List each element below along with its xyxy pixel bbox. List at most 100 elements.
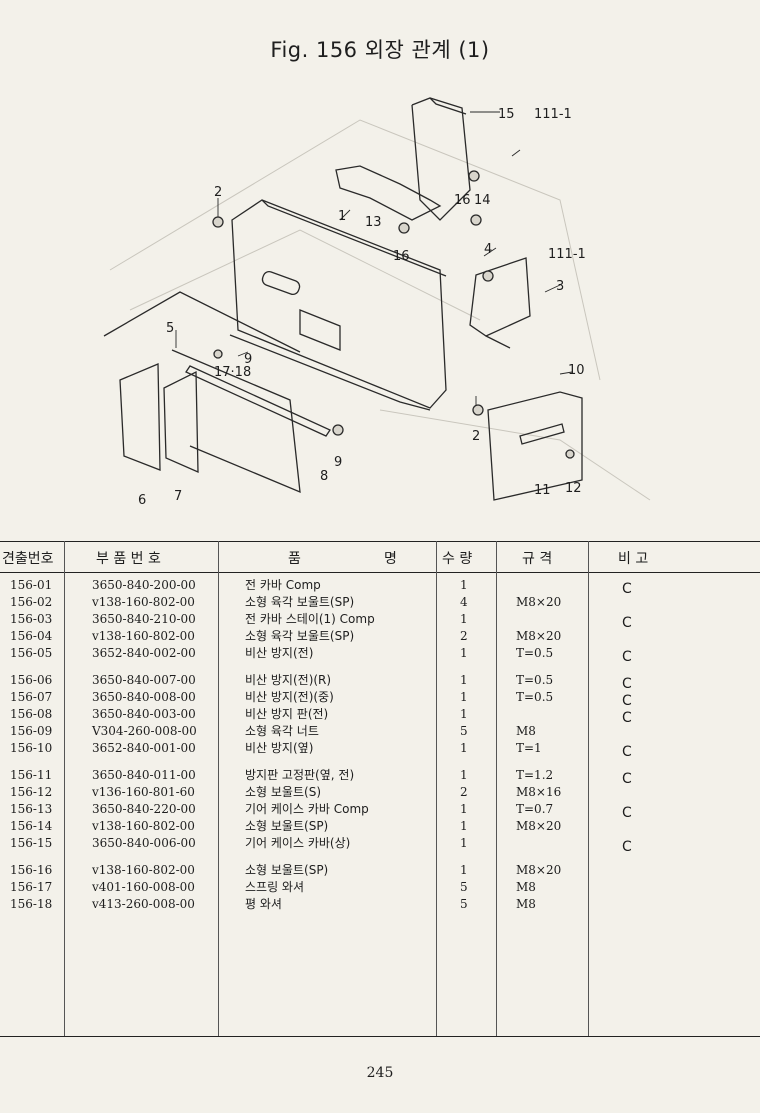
column-divider <box>218 541 219 1036</box>
row-no: 156-05 <box>10 646 53 660</box>
row-no: 156-12 <box>10 785 53 799</box>
row-qty: 1 <box>460 863 468 877</box>
parts-table: 견출번호 부 품 번 호 품 명 수 량 규 격 비 고 156-01 3650-… <box>0 541 760 1037</box>
callout-label: 111-1 <box>548 247 586 262</box>
row-no: 156-10 <box>10 741 53 755</box>
row-no: 156-11 <box>10 768 53 782</box>
row-qty: 1 <box>460 819 468 833</box>
row-part-number: 3650-840-003-00 <box>92 707 196 721</box>
row-qty: 1 <box>460 673 468 687</box>
row-spec: M8×16 <box>516 785 562 799</box>
exploded-parts-diagram: 1 2 2 3 4 5 6 7 8 9 9 10 11 12 13 14 15 … <box>103 97 651 508</box>
callout-label: 5 <box>166 321 174 336</box>
row-part-number: V304-260-008-00 <box>92 724 197 738</box>
page-number: 245 <box>366 1065 394 1081</box>
row-remark: C <box>622 693 632 709</box>
row-remark: C <box>622 839 632 855</box>
row-no: 156-07 <box>10 690 53 704</box>
row-part-number: 3650-840-200-00 <box>92 578 196 592</box>
table-header: 견출번호 부 품 번 호 품 명 수 량 규 격 비 고 <box>0 541 760 573</box>
row-qty: 1 <box>460 690 468 704</box>
row-no: 156-16 <box>10 863 53 877</box>
row-part-number: 3650-840-007-00 <box>92 673 196 687</box>
row-name: 전 카바 스테이(1) Comp <box>245 612 375 626</box>
header-no: 견출번호 <box>2 551 54 567</box>
row-no: 156-04 <box>10 629 53 643</box>
row-no: 156-15 <box>10 836 53 850</box>
header-qty: 수 량 <box>442 551 473 567</box>
column-divider <box>496 541 497 1036</box>
row-spec: M8×20 <box>516 629 562 643</box>
callout-label: 7 <box>174 489 182 504</box>
row-qty: 2 <box>460 629 468 643</box>
row-no: 156-09 <box>10 724 53 738</box>
table-row: 156-12 v136-160-801-60 소형 보울트(S) 2 M8×16 <box>0 784 760 800</box>
row-remark: C <box>622 710 632 726</box>
row-qty: 5 <box>460 880 468 894</box>
row-spec: M8 <box>516 880 536 894</box>
row-remark: C <box>622 771 632 787</box>
table-row: 156-16 v138-160-802-00 소형 보울트(SP) 1 M8×20 <box>0 862 760 878</box>
callout-label: 17·18 <box>214 365 251 380</box>
header-remark: 비 고 <box>618 551 649 567</box>
row-name: 비산 방지(전)(R) <box>245 673 332 687</box>
callout-label: 16 <box>393 249 410 264</box>
row-spec: M8 <box>516 724 536 738</box>
row-no: 156-01 <box>10 578 53 592</box>
row-part-number: 3650-840-210-00 <box>92 612 196 626</box>
row-spec: M8×20 <box>516 819 562 833</box>
row-remark: C <box>622 676 632 692</box>
callout-label: 16 <box>454 193 471 208</box>
row-remark: C <box>622 615 632 631</box>
row-part-number: v136-160-801-60 <box>92 785 195 799</box>
row-part-number: v138-160-802-00 <box>92 863 195 877</box>
row-no: 156-08 <box>10 707 53 721</box>
row-part-number: 3652-840-001-00 <box>92 741 196 755</box>
row-qty: 2 <box>460 785 468 799</box>
figure-title: Fig. 156 외장 관계 (1) <box>270 38 490 62</box>
row-no: 156-14 <box>10 819 53 833</box>
row-name: 비산 방지(전) <box>245 646 314 660</box>
callout-label: 4 <box>484 242 492 257</box>
header-name-right: 명 <box>384 551 397 567</box>
row-name: 비산 방지(전)(중) <box>245 690 334 704</box>
row-qty: 1 <box>460 768 468 782</box>
callout-label: 1 <box>338 209 346 224</box>
row-qty: 1 <box>460 836 468 850</box>
row-part-number: v138-160-802-00 <box>92 595 195 609</box>
callout-label: 9 <box>244 352 252 367</box>
row-spec: T=0.5 <box>516 673 554 687</box>
row-name: 소형 보울트(S) <box>245 785 321 799</box>
callout-label: 2 <box>214 185 222 200</box>
row-part-number: v138-160-802-00 <box>92 819 195 833</box>
row-qty: 1 <box>460 802 468 816</box>
row-name: 전 카바 Comp <box>245 578 321 592</box>
column-divider <box>436 541 437 1036</box>
row-no: 156-17 <box>10 880 53 894</box>
row-remark: C <box>622 805 632 821</box>
callout-label: 6 <box>138 493 146 508</box>
row-qty: 5 <box>460 724 468 738</box>
row-qty: 1 <box>460 707 468 721</box>
row-no: 156-03 <box>10 612 53 626</box>
callout-label: 10 <box>568 363 585 378</box>
row-part-number: v413-260-008-00 <box>92 897 195 911</box>
row-spec: M8 <box>516 897 536 911</box>
row-name: 기어 케이스 카바(상) <box>245 836 351 850</box>
row-spec: M8×20 <box>516 863 562 877</box>
callout-label: 3 <box>556 279 564 294</box>
callout-label: 14 <box>474 193 491 208</box>
row-name: 소형 보울트(SP) <box>245 863 329 877</box>
row-name: 소형 육각 보울트(SP) <box>245 595 355 609</box>
